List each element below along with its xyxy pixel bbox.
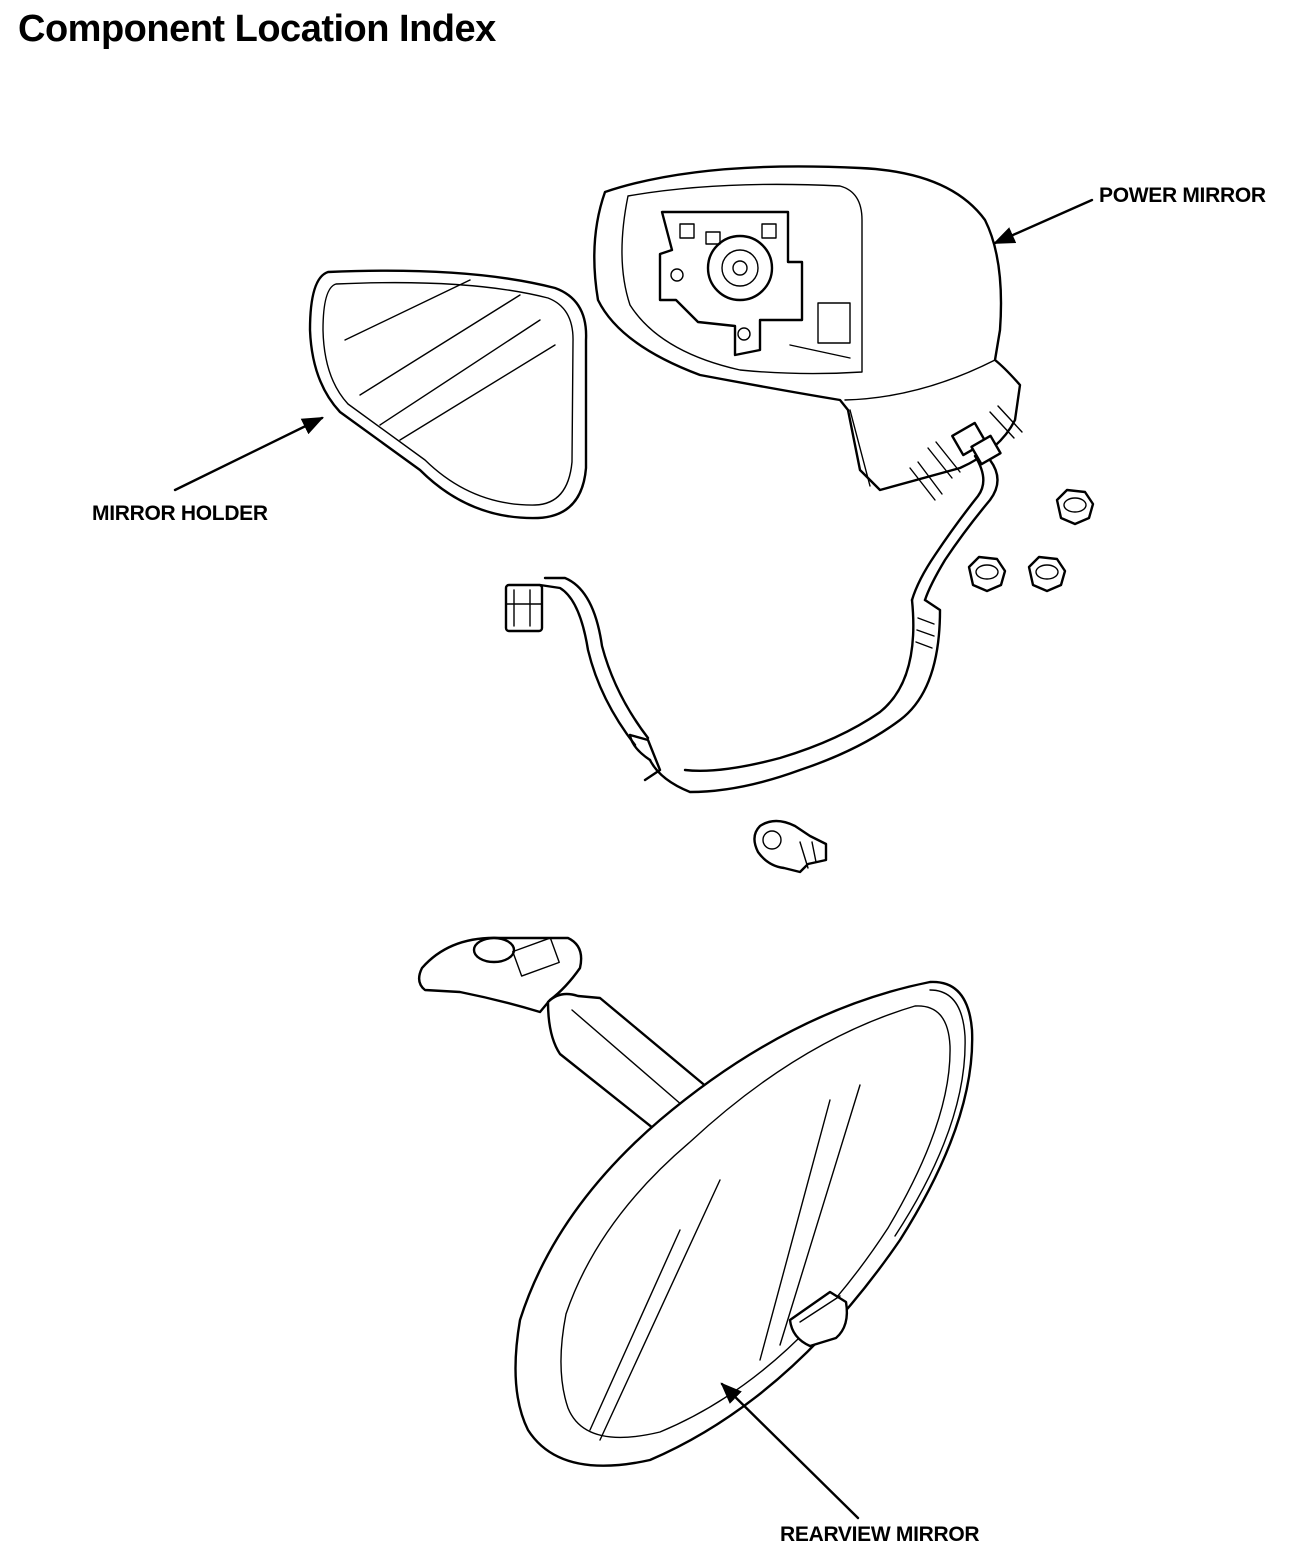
harness-clip-illustration (753, 819, 828, 874)
mounting-nuts-illustration (967, 488, 1095, 593)
rearview-mirror-label: REARVIEW MIRROR (780, 1523, 980, 1546)
power-mirror-leader-arrow (993, 198, 1094, 245)
rearview-mirror-illustration (417, 936, 974, 1467)
mirror-holder-leader-arrow (173, 416, 324, 492)
power-mirror-label: POWER MIRROR (1099, 184, 1266, 207)
page-title: Component Location Index (18, 8, 496, 50)
rearview-mirror-leader-arrow (720, 1382, 860, 1520)
wire-harness-illustration (504, 454, 999, 794)
mirror-holder-illustration (308, 269, 588, 520)
mirror-holder-label: MIRROR HOLDER (92, 502, 268, 525)
power-mirror-illustration (593, 165, 1023, 501)
